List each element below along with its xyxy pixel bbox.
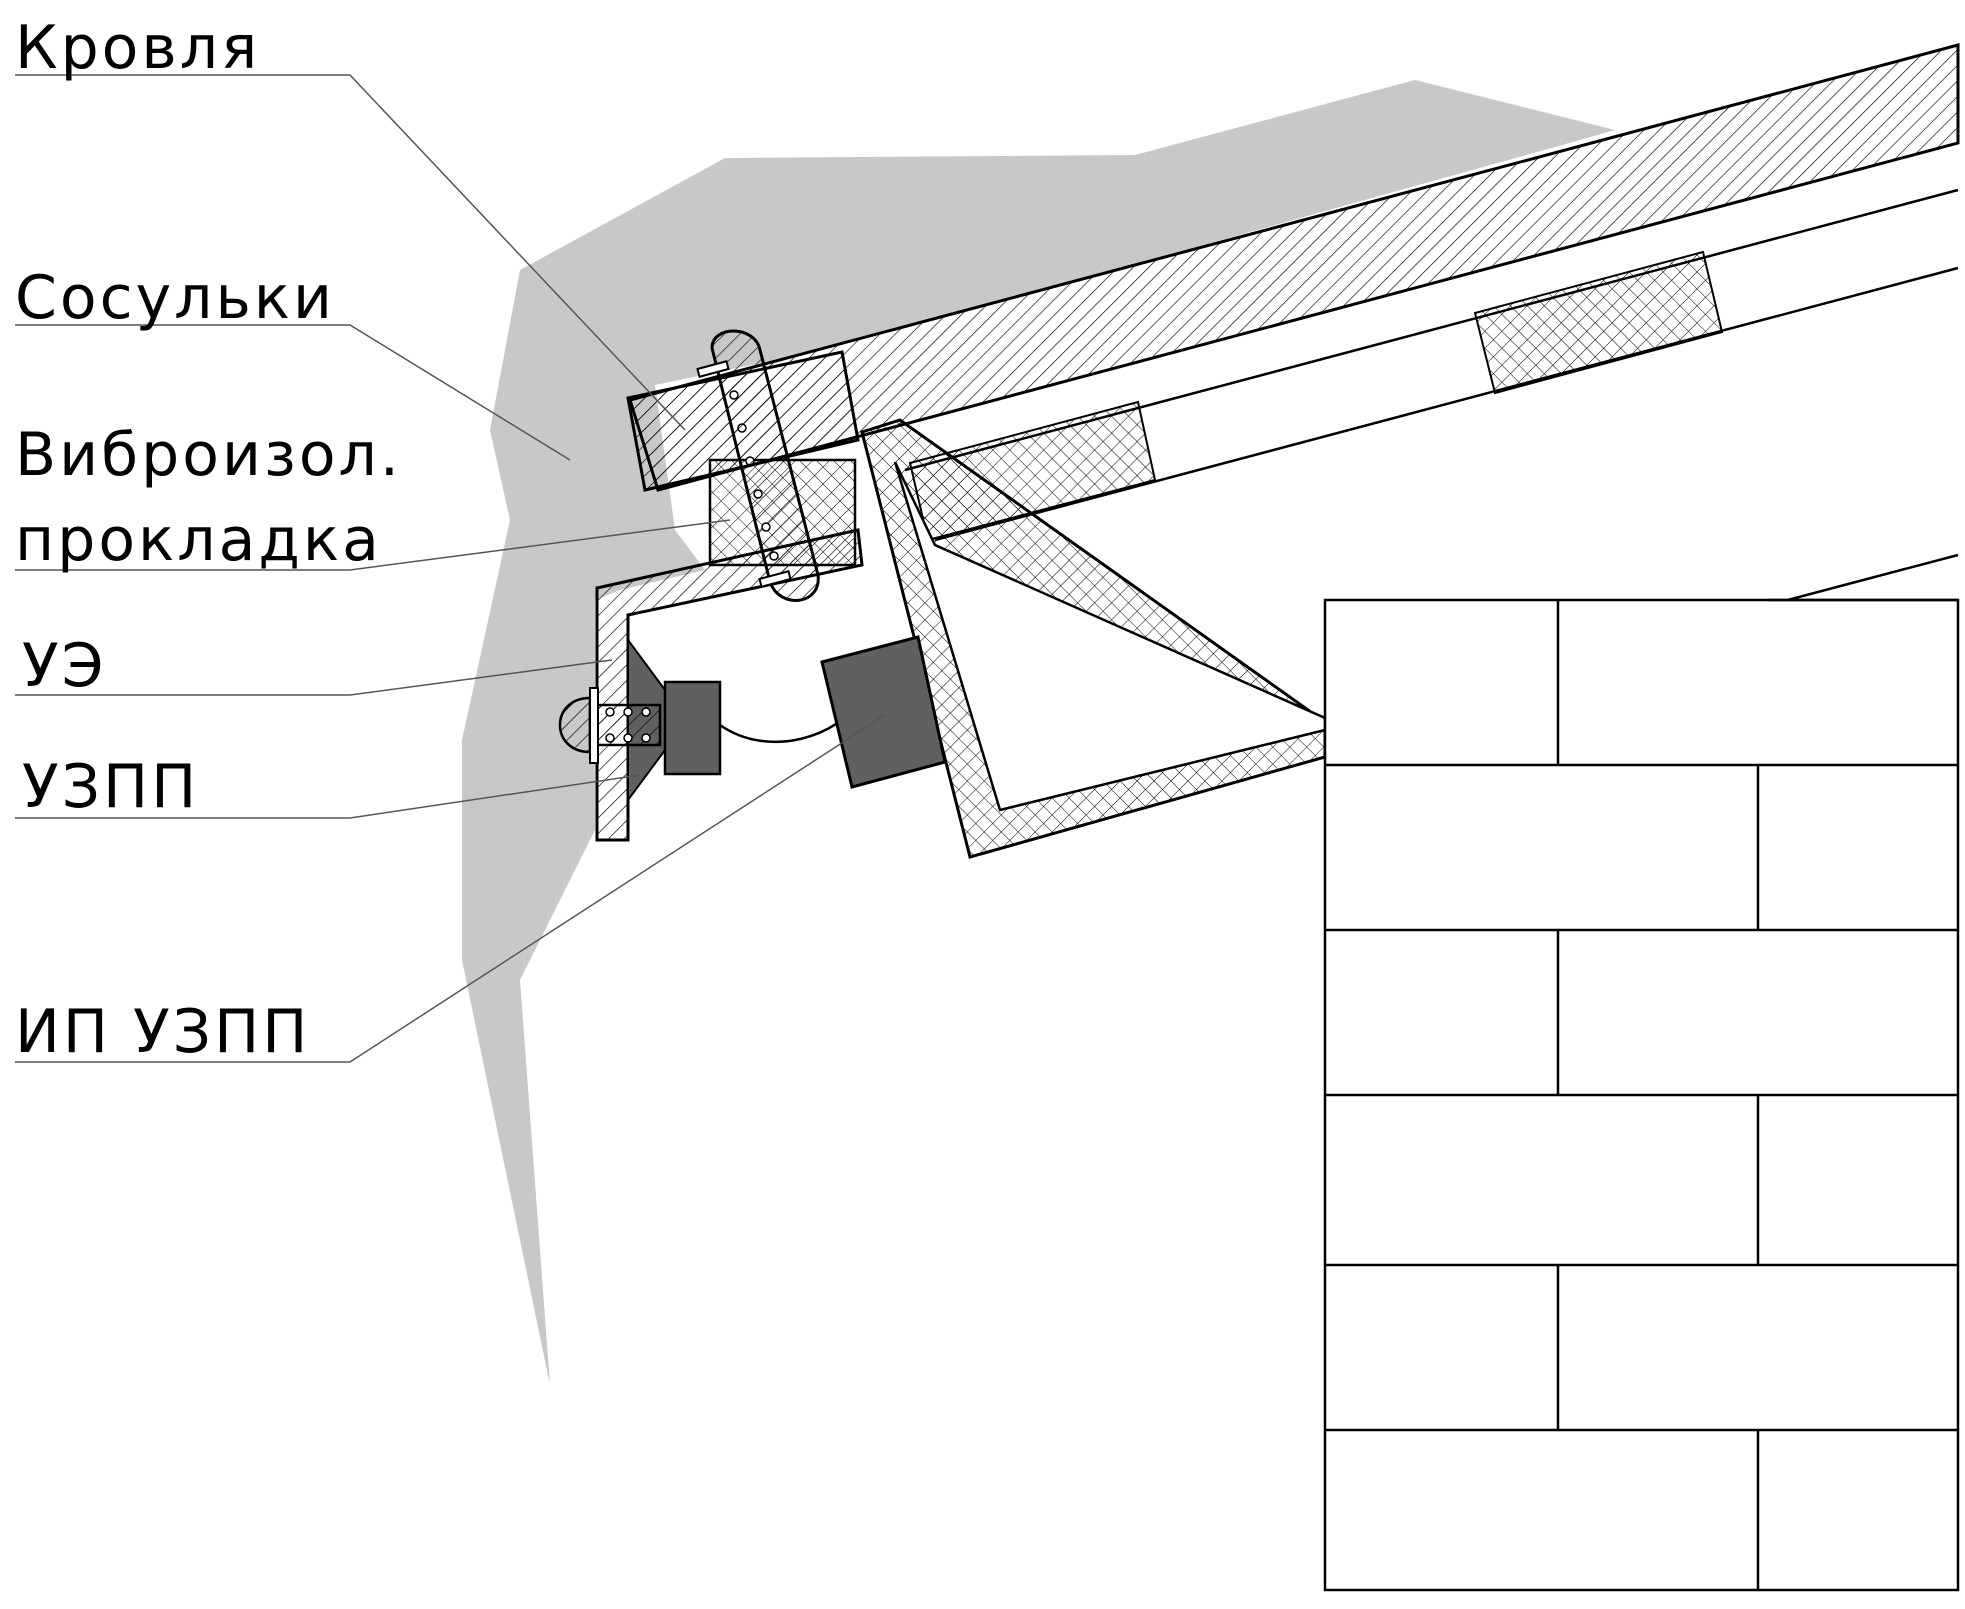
- label-roof: Кровля: [15, 13, 261, 83]
- leader-lines: [15, 74, 886, 1063]
- insulation-block-2: [1473, 250, 1724, 395]
- label-vibro-line2: прокладка: [15, 505, 382, 575]
- label-ip-uzpp: ИП УЗПП: [15, 997, 311, 1067]
- ue-emitter-body: [663, 680, 722, 776]
- bracket-bolt: [558, 687, 662, 764]
- rafter-line-2: [934, 266, 1959, 542]
- power-supply-box: [820, 635, 947, 789]
- label-ue: УЭ: [22, 631, 107, 701]
- label-uzpp: УЗПП: [22, 752, 200, 822]
- brick-wall: [1323, 598, 1960, 1592]
- label-vibro-line1: Виброизол.: [15, 420, 402, 490]
- l-bracket: [595, 528, 864, 842]
- fascia-board: [626, 350, 860, 492]
- label-icicles: Сосульки: [15, 263, 336, 333]
